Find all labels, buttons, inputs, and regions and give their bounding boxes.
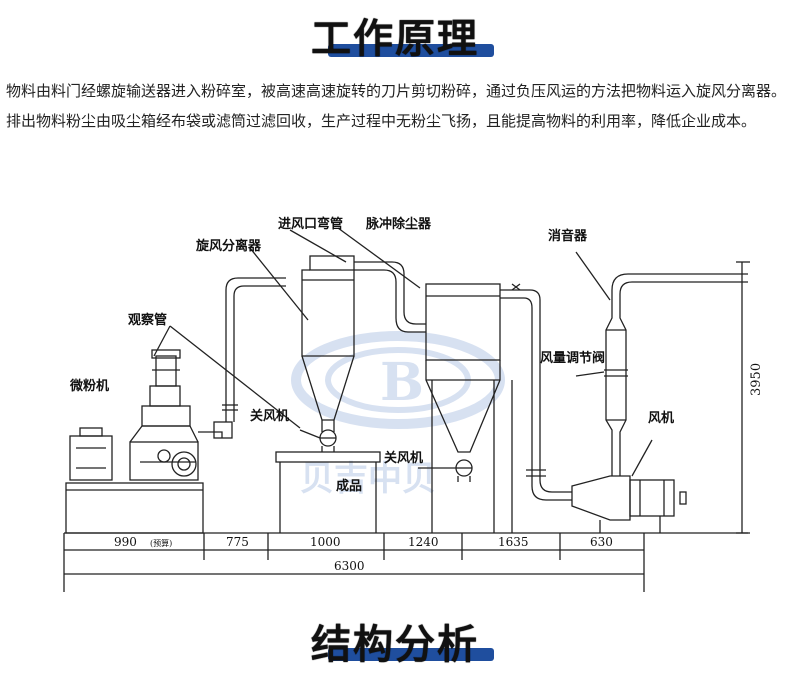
label-muffler: 消音器 xyxy=(548,228,588,244)
label-inlet-elbow: 进风口弯管 xyxy=(278,216,343,232)
mill-base xyxy=(65,482,204,534)
label-product: 成品 xyxy=(336,478,362,494)
dimension-3: 1000 xyxy=(310,535,341,549)
product-stand xyxy=(275,451,381,463)
label-observation-tube: 观察管 xyxy=(128,312,167,328)
process-flow-diagram: B 贝吉中贝 xyxy=(63,216,764,592)
label-pulse-dust-collector: 脉冲除尘器 xyxy=(365,216,432,232)
mill-body xyxy=(129,441,199,481)
label-height: 3950 xyxy=(749,363,764,396)
dimension-4: 1240 xyxy=(408,535,439,549)
fan-motor xyxy=(629,479,675,517)
watermark-letter: B xyxy=(380,352,424,413)
principle-description: 物料由料门经螺旋输送器进入粉碎室，被高速高速旋转的刀片剪切粉碎，通过负压风运的方… xyxy=(6,82,787,130)
label-air-regulator: 风量调节阀 xyxy=(540,350,605,366)
label-cyclone: 旋风分离器 xyxy=(195,238,262,254)
title-underline xyxy=(328,648,494,661)
mill-motor xyxy=(69,435,113,481)
title-underline xyxy=(328,44,494,57)
section-title-working-principle: 工作原理 xyxy=(0,6,790,62)
dimension-2: 775 xyxy=(226,535,249,549)
dimension-1: 990 xyxy=(114,535,137,549)
label-fan: 风机 xyxy=(648,410,674,426)
dimension-6: 630 xyxy=(590,535,613,549)
dimension-5: 1635 xyxy=(498,535,529,549)
section-heading: 工作原理 xyxy=(311,16,479,62)
cyclone-top xyxy=(309,255,355,271)
label-valve-1: 关风机 xyxy=(250,408,289,424)
section-title-structure: 结构分析 xyxy=(0,612,790,670)
section-heading: 结构分析 xyxy=(311,622,479,668)
watermark-text: 贝吉中贝 xyxy=(300,459,436,499)
fan-housing xyxy=(571,475,631,521)
label-micro-mill: 微粉机 xyxy=(69,378,109,394)
dust-collector-box xyxy=(425,283,501,361)
dimension-total: 6300 xyxy=(334,559,365,573)
dimension-1-note: (预算) xyxy=(150,538,172,548)
label-valve-2: 关风机 xyxy=(384,450,423,466)
equipment-lines xyxy=(63,227,750,592)
